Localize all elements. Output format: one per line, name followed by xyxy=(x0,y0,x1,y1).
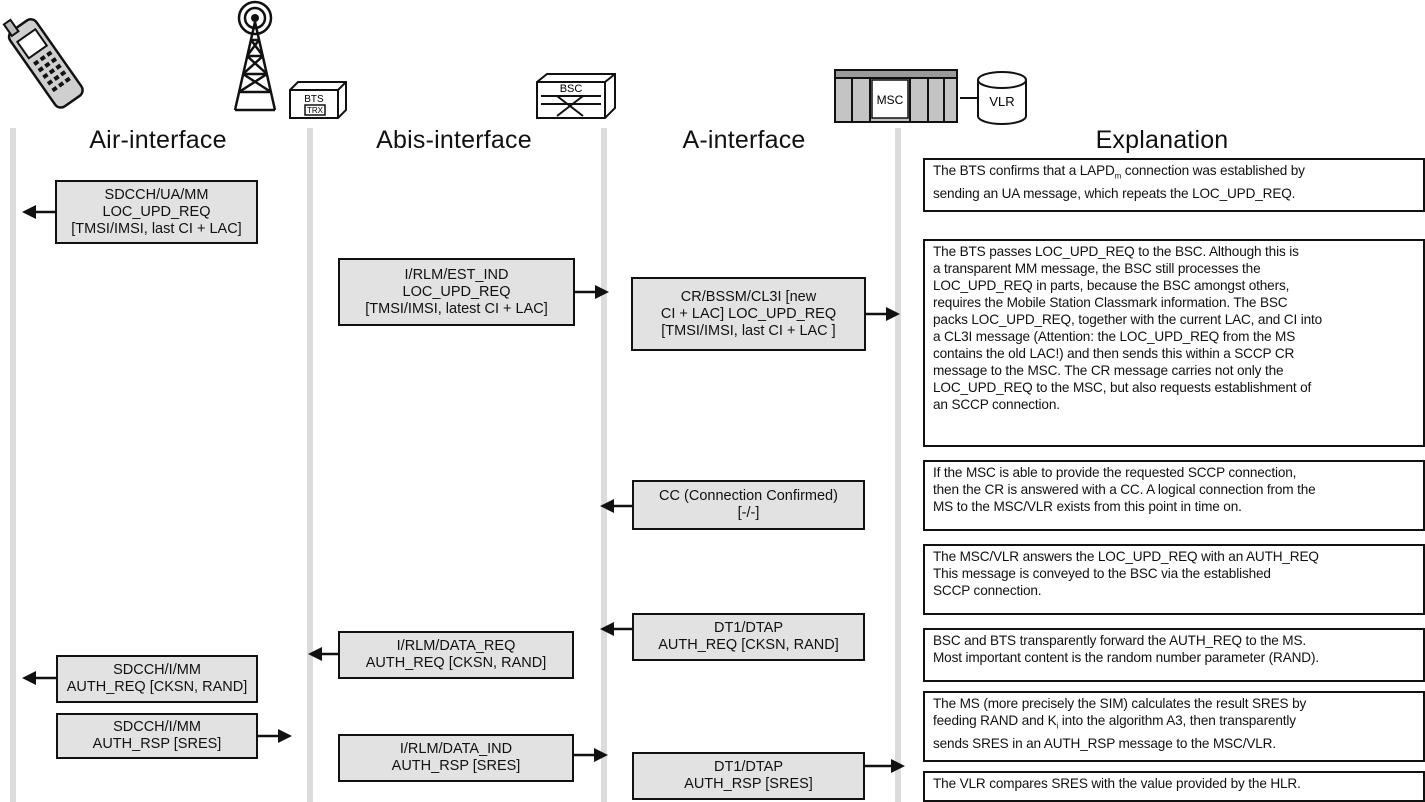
message-line: AUTH_RSP [SRES] xyxy=(92,736,222,752)
explanation-line: a CL3I message (Attention: the LOC_UPD_R… xyxy=(933,329,1296,344)
message-line: CC (Connection Confirmed) xyxy=(659,488,838,504)
message-line: SDCCH/UA/MM xyxy=(104,186,209,203)
message-box: I/RLM/EST_IND LOC_UPD_REQ [TMSI/IMSI, la… xyxy=(338,258,575,326)
trx-label: TRX xyxy=(307,106,324,115)
header-a-interface: A-interface xyxy=(682,126,806,154)
header-abis-interface: Abis-interface xyxy=(376,126,532,154)
explanation-line: BSC and BTS transparently forward the AU… xyxy=(933,633,1306,648)
lifeline-ms xyxy=(10,128,16,802)
message-line: [TMSI/IMSI, last CI + LAC] xyxy=(71,220,242,237)
explanation-line: feeding RAND and Ki into the algorithm A… xyxy=(933,713,1296,731)
message-line: I/RLM/DATA_REQ xyxy=(396,638,516,654)
message-line: CI + LAC] LOC_UPD_REQ xyxy=(660,305,837,322)
vlr-label: VLR xyxy=(989,94,1014,109)
arrow-left-icon xyxy=(600,499,632,513)
message-box: I/RLM/DATA_IND AUTH_RSP [SRES] xyxy=(338,734,574,782)
message-line: DT1/DTAP xyxy=(713,759,784,775)
lifeline-bsc xyxy=(601,128,607,802)
message-line: [-/-] xyxy=(737,505,760,521)
arrow-left-icon xyxy=(600,622,632,636)
message-line: AUTH_RSP [SRES] xyxy=(391,758,521,774)
explanation-line: The VLR compares SRES with the value pro… xyxy=(933,776,1301,791)
message-line: LOC_UPD_REQ xyxy=(102,203,211,220)
arrow-right-icon xyxy=(574,748,608,762)
message-box: CC (Connection Confirmed) [-/-] xyxy=(632,480,865,530)
explanation-line: This message is conveyed to the BSC via … xyxy=(933,566,1271,581)
bts-label: BTS xyxy=(304,94,324,105)
lifeline-bts xyxy=(307,128,313,802)
header-explanation: Explanation xyxy=(1095,126,1229,154)
explanation-line: MS to the MSC/VLR exists from this point… xyxy=(933,499,1242,514)
arrow-right-icon xyxy=(258,729,292,743)
explanation-line: The BTS confirms that a LAPDm connection… xyxy=(933,163,1305,181)
explanation-box: The BTS confirms that a LAPDm connection… xyxy=(923,158,1425,212)
message-line: I/RLM/EST_IND xyxy=(404,266,509,283)
explanation-box: The MS (more precisely the SIM) calculat… xyxy=(923,691,1425,762)
message-line: AUTH_RSP [SRES] xyxy=(684,776,813,792)
arrow-left-icon xyxy=(22,205,56,219)
message-line: I/RLM/DATA_IND xyxy=(399,741,513,757)
message-box: SDCCH/I/MM AUTH_RSP [SRES] xyxy=(56,713,258,759)
explanation-box: The VLR compares SRES with the value pro… xyxy=(923,771,1425,802)
antenna-tower-icon xyxy=(233,0,277,112)
bsc-label: BSC xyxy=(560,83,583,95)
explanation-box: BSC and BTS transparently forward the AU… xyxy=(923,628,1425,682)
arrow-right-icon xyxy=(866,307,900,321)
message-box: I/RLM/DATA_REQ AUTH_REQ [CKSN, RAND] xyxy=(338,631,574,679)
message-line: AUTH_REQ [CKSN, RAND] xyxy=(365,655,547,671)
message-line: AUTH_REQ [CKSN, RAND] xyxy=(658,637,839,653)
explanation-line: requires the Mobile Station Classmark in… xyxy=(933,295,1288,310)
explanation-line: contains the old LAC!) and then sends th… xyxy=(933,346,1295,361)
explanation-line: sending an UA message, which repeats the… xyxy=(933,185,1296,201)
explanation-line: The MS (more precisely the SIM) calculat… xyxy=(933,696,1307,711)
explanation-line: then the CR is answered with a CC. A log… xyxy=(933,482,1316,497)
message-line: AUTH_REQ [CKSN, RAND] xyxy=(66,679,248,695)
message-box: CR/BSSM/CL3I [new CI + LAC] LOC_UPD_REQ … xyxy=(631,277,866,351)
message-line: CR/BSSM/CL3I [new xyxy=(680,288,817,305)
message-box: SDCCH/UA/MM LOC_UPD_REQ [TMSI/IMSI, last… xyxy=(55,180,258,244)
explanation-line: LOC_UPD_REQ in parts, because the BSC am… xyxy=(933,278,1290,293)
msc-label: MSC xyxy=(877,93,904,107)
explanation-line: LOC_UPD_REQ to the MSC, but also request… xyxy=(933,380,1312,395)
explanation-line: message to the MSC. The CR message carri… xyxy=(933,363,1284,378)
message-line: SDCCH/I/MM xyxy=(113,662,201,678)
explanation-line: sends SRES in an AUTH_RSP message to the… xyxy=(933,735,1276,751)
explanation-box: If the MSC is able to provide the reques… xyxy=(923,460,1425,531)
explanation-box: The BTS passes LOC_UPD_REQ to the BSC. A… xyxy=(923,239,1425,447)
bts-box-icon: BTS TRX xyxy=(289,81,347,119)
msc-rack-icon: MSC xyxy=(834,69,958,123)
message-line: LOC_UPD_REQ xyxy=(402,283,511,300)
explanation-line: Most important content is the random num… xyxy=(933,650,1319,665)
explanation-line: If the MSC is able to provide the reques… xyxy=(933,465,1297,480)
mobile-phone-icon xyxy=(2,18,84,109)
explanation-line: SCCP connection. xyxy=(933,583,1042,598)
lifeline-msc xyxy=(895,128,901,802)
explanation-line: a transparent MM message, the BSC still … xyxy=(933,261,1261,276)
header-air-interface: Air-interface xyxy=(89,126,227,154)
arrow-right-icon xyxy=(575,285,609,299)
message-box: SDCCH/I/MM AUTH_REQ [CKSN, RAND] xyxy=(56,655,258,703)
explanation-line: The BTS passes LOC_UPD_REQ to the BSC. A… xyxy=(933,244,1299,259)
message-box: DT1/DTAP AUTH_RSP [SRES] xyxy=(632,752,865,800)
message-line: DT1/DTAP xyxy=(713,620,784,636)
bsc-box-icon: BSC xyxy=(536,73,616,119)
explanation-box: The MSC/VLR answers the LOC_UPD_REQ with… xyxy=(923,544,1425,615)
explanation-line: an SCCP connection. xyxy=(933,397,1060,412)
arrow-left-icon xyxy=(308,647,338,661)
explanation-line: The MSC/VLR answers the LOC_UPD_REQ with… xyxy=(933,549,1319,564)
vlr-database-icon: VLR xyxy=(960,71,1027,125)
arrow-left-icon xyxy=(22,671,56,685)
message-line: SDCCH/I/MM xyxy=(113,719,201,735)
arrow-right-icon xyxy=(865,759,905,773)
explanation-line: packs LOC_UPD_REQ, together with the cur… xyxy=(933,312,1323,327)
message-line: [TMSI/IMSI, latest CI + LAC] xyxy=(365,300,548,317)
message-line: [TMSI/IMSI, last CI + LAC ] xyxy=(661,322,836,339)
message-box: DT1/DTAP AUTH_REQ [CKSN, RAND] xyxy=(632,613,865,661)
